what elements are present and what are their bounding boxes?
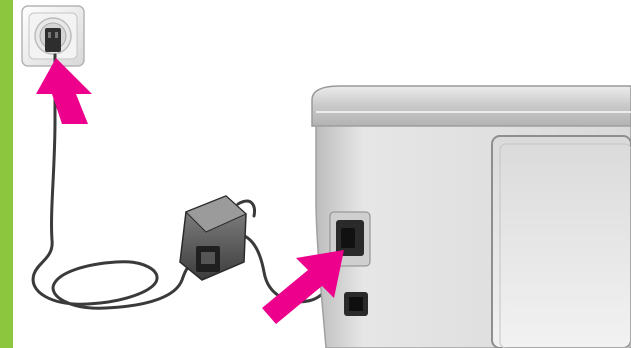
power-adapter [179,195,247,281]
arrow-into-printer-port [262,250,344,324]
printer-usb-port [344,292,368,316]
accent-bar [0,0,13,348]
printer-power-port [336,220,364,256]
arrow-into-outlet [36,58,92,124]
printer-rear [311,85,631,348]
wall-outlet [21,5,85,67]
